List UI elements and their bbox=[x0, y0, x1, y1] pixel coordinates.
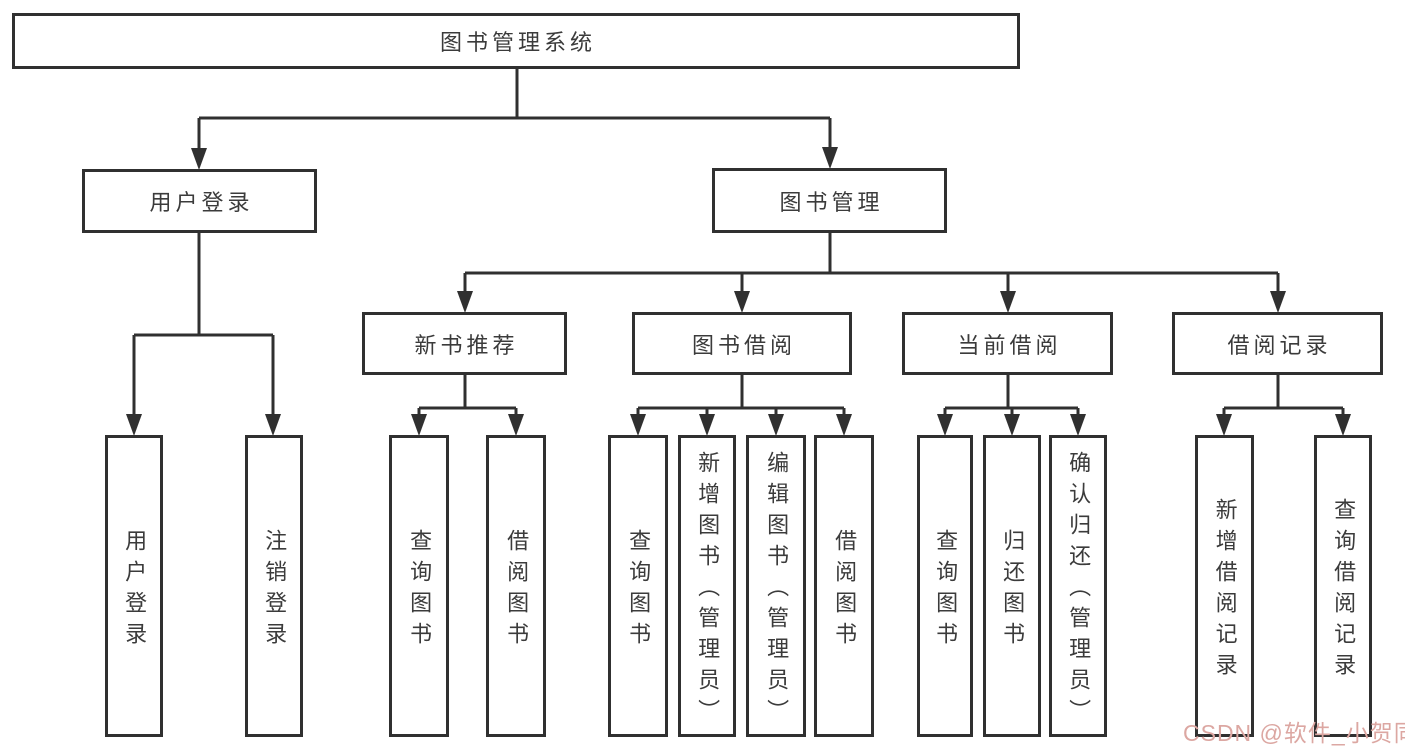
leaf-user-login: 用户登录 bbox=[105, 435, 163, 737]
connector-current-borrow-to-leaves bbox=[943, 375, 1080, 414]
connector-user-login-to-leaves bbox=[132, 233, 275, 414]
leaf-return-books: 归还图书 bbox=[983, 435, 1041, 737]
arrowheads bbox=[126, 147, 1351, 436]
leaf-borrow-books-recommend: 借阅图书 bbox=[486, 435, 546, 737]
leaf-edit-book-admin: 编辑图书（管理员） bbox=[746, 435, 806, 737]
node-root-library-system: 图书管理系统 bbox=[12, 13, 1020, 69]
leaf-confirm-return-admin: 确认归还（管理员） bbox=[1049, 435, 1107, 737]
node-new-book-recommendation: 新书推荐 bbox=[362, 312, 567, 375]
node-book-borrowing: 图书借阅 bbox=[632, 312, 852, 375]
leaf-add-borrow-record: 新增借阅记录 bbox=[1195, 435, 1254, 737]
leaf-query-books-current: 查询图书 bbox=[917, 435, 973, 737]
leaf-add-book-admin: 新增图书（管理员） bbox=[678, 435, 736, 737]
node-book-management: 图书管理 bbox=[712, 168, 947, 233]
leaf-query-books-borrow: 查询图书 bbox=[608, 435, 668, 737]
node-borrowing-records: 借阅记录 bbox=[1172, 312, 1383, 375]
csdn-watermark: CSDN @软件_小贺同学 bbox=[1183, 720, 1405, 746]
leaf-query-books-recommend: 查询图书 bbox=[389, 435, 449, 737]
leaf-logout: 注销登录 bbox=[245, 435, 303, 737]
leaf-borrow-books: 借阅图书 bbox=[814, 435, 874, 737]
node-current-borrowing: 当前借阅 bbox=[902, 312, 1113, 375]
connector-book-mgmt-to-sections bbox=[463, 233, 1280, 291]
node-user-login: 用户登录 bbox=[82, 169, 317, 233]
connector-borrow-records-to-leaves bbox=[1222, 375, 1345, 414]
connector-new-book-to-leaves bbox=[417, 375, 518, 414]
leaf-query-borrow-record: 查询借阅记录 bbox=[1314, 435, 1372, 737]
connector-book-borrow-to-leaves bbox=[636, 375, 846, 414]
connector-root-to-level2 bbox=[197, 69, 832, 148]
